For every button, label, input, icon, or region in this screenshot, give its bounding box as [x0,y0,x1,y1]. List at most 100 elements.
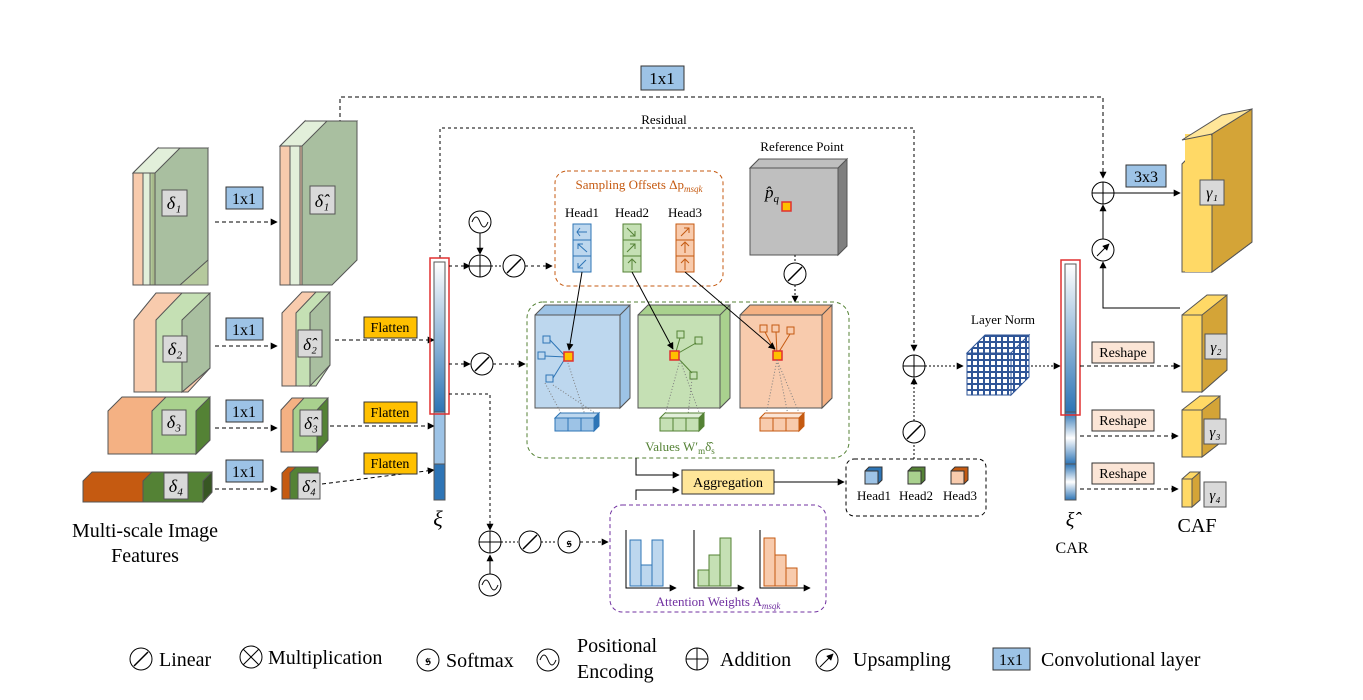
svg-text:1x1: 1x1 [232,191,256,208]
svg-text:Flatten: Flatten [371,321,410,336]
flatten-box-3: Flatten [363,452,418,475]
attn-hist-green [697,537,732,587]
conv-box-3: 1x1 [225,399,264,423]
value-cubes-green [658,411,706,433]
conv-box-1: 1x1 [225,186,264,210]
feature-delta-hat3: δ̂₃ [280,396,329,454]
sampling-offsets-box: Sampling Offsets Δpmsqk Head1 Head2 Head… [554,170,724,287]
svg-text:Head2: Head2 [615,205,649,220]
offset-head1 [572,223,592,273]
conv-arrows [215,218,278,493]
legend-item-conv: 1x1 Convolutional layer [992,647,1201,671]
top-conv-label: 1x1 [649,69,675,88]
sampling-offsets-title: Sampling Offsets Δpmsqk [575,177,703,194]
svg-text:Upsampling: Upsampling [853,649,951,671]
feature-delta1: δ₁ [131,146,210,286]
svg-text:1x1: 1x1 [232,322,256,339]
svg-text:Reshape: Reshape [1099,346,1146,361]
aggregation: Aggregation [635,458,845,500]
gamma1: γ₁ [1181,108,1253,273]
attention-weights-label: Attention Weights Amsqk [656,594,782,611]
flatten-box-1: Flatten [363,316,418,339]
conv-box-4: 1x1 [225,459,264,483]
delta4-label: δ₄ [169,476,184,496]
feature-delta-hat4: δ̂₄ [281,466,321,500]
xi-label: ξ [433,506,443,531]
gamma2: γ₂ [1181,293,1228,394]
upper-query-path [449,210,553,278]
attention-path: 𝔰 [449,393,609,597]
delta3-label: δ₃ [167,412,182,432]
svg-text:𝔰: 𝔰 [566,535,572,550]
delta-hat2-label: δ̂₂ [303,335,318,354]
input-caption-line1: Multi-scale Image [72,520,218,542]
reshape-box-2: Reshape [1091,409,1155,432]
attn-hist-orange [763,537,798,587]
legend-item-addition: Addition [685,647,791,671]
residual-label: Residual [641,112,687,127]
svg-text:1x1: 1x1 [232,464,256,481]
delta1-label: δ₁ [167,193,182,213]
residual-path: Residual [439,112,918,352]
value-cubes-orange [758,411,806,433]
svg-text:Encoding: Encoding [577,661,654,683]
svg-text:Head2: Head2 [899,488,933,503]
feature-delta-hat1: δ̂₁ [278,119,359,286]
svg-text:Convolutional layer: Convolutional layer [1041,649,1201,671]
xi-token-bar [429,257,450,501]
car-label: CAR [1056,540,1089,557]
svg-text:Head1: Head1 [857,488,891,503]
svg-text:γ₃: γ₃ [1209,425,1220,441]
conv-icon [992,647,1031,671]
svg-text:Reshape: Reshape [1099,467,1146,482]
delta-hat3-label: δ̂₃ [304,414,319,433]
offset-head3 [675,223,695,273]
top-conv-path: 1x1 [339,65,1107,179]
svg-text:3x3: 3x3 [1134,169,1158,186]
upsample-path: 3x3 [1091,164,1181,309]
delta2-label: δ₂ [168,339,183,359]
offset-to-value-arrows [566,271,776,351]
legend-item-positional-encoding: Positional Encoding [536,635,657,683]
svg-text:Softmax: Softmax [446,650,514,672]
feature-delta2: δ₂ [133,291,211,394]
offset-head2 [622,223,642,273]
flatten-box-2: Flatten [363,401,418,424]
svg-text:Flatten: Flatten [371,457,410,472]
gamma4: γ₄ [1181,470,1227,509]
xi-hat-token-bar [1060,259,1081,501]
delta-hat1-label: δ̂₁ [315,191,330,211]
values-label: Values W′mδ̂s [645,439,715,456]
svg-text:Reshape: Reshape [1099,414,1146,429]
conv-box-2: 1x1 [225,317,264,341]
delta-hat4-label: δ̂₄ [302,477,317,496]
svg-text:Reference Point: Reference Point [760,139,844,154]
svg-text:1x1: 1x1 [232,404,256,421]
svg-text:γ₂: γ₂ [1210,340,1221,356]
values-box: Values W′mδ̂s [526,301,850,459]
reference-point: Reference Point p̂q [748,139,849,303]
softmax-icon [416,648,440,672]
legend-item-softmax: 𝔰 Softmax [416,648,514,672]
svg-text:Positional: Positional [577,635,657,657]
xi-hat-label: ξ̂ [1066,509,1083,531]
svg-text:γ₁: γ₁ [1206,185,1218,202]
input-caption-line2: Features [111,545,179,567]
svg-text:Linear: Linear [159,649,212,671]
svg-text:Aggregation: Aggregation [693,476,763,491]
reference-point-symbol: p̂q [764,183,780,205]
reshape-box-3: Reshape [1091,462,1155,485]
attn-hist-blue [629,539,664,587]
heads-box: Head1 Head2 Head3 [845,458,987,517]
legend-item-upsampling: Upsampling [815,648,951,672]
legend: Linear Multiplication 𝔰 Softmax Position… [129,635,1201,683]
svg-text:Multiplication: Multiplication [268,647,382,669]
reshape-box-1: Reshape [1091,341,1155,364]
legend-item-multiplication: Multiplication [239,645,382,669]
svg-text:Flatten: Flatten [371,406,410,421]
layer-norm: Layer Norm [965,312,1061,397]
feature-delta-hat2: δ̂₂ [281,290,331,388]
svg-text:Addition: Addition [720,649,791,671]
svg-text:Head3: Head3 [943,488,977,503]
